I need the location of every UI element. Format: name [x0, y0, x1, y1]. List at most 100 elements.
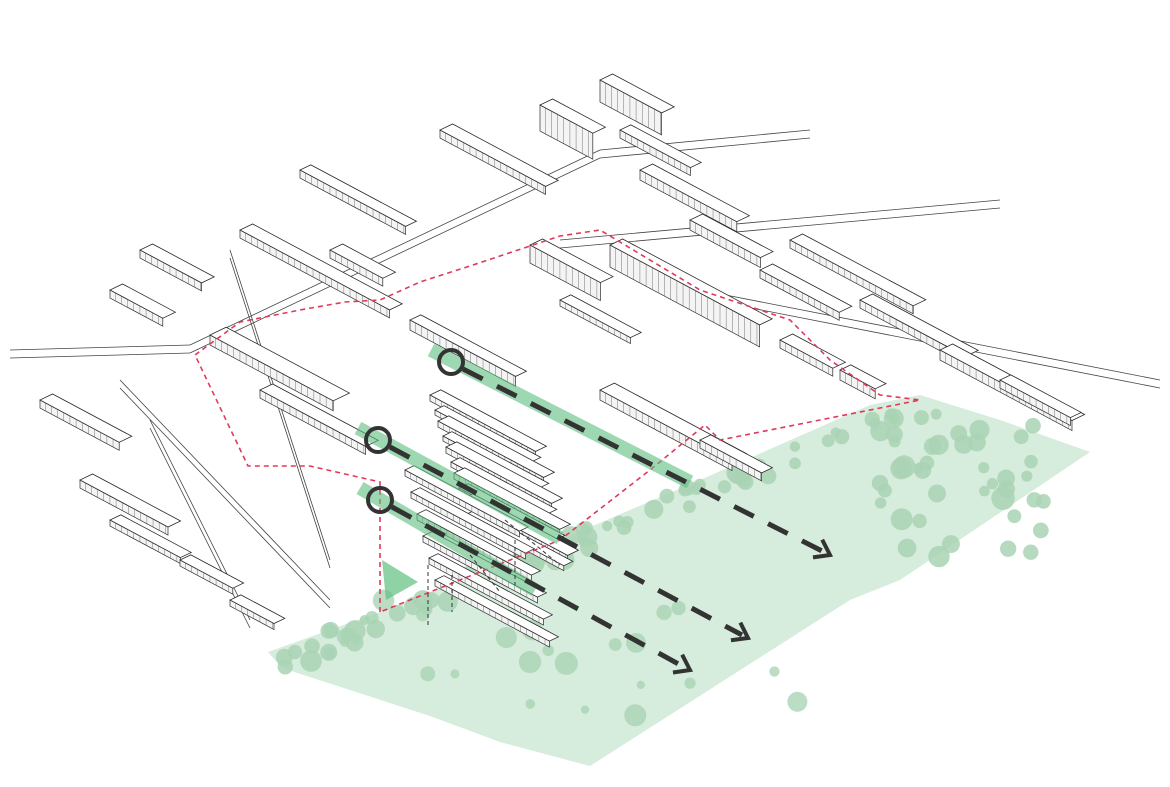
building [409, 314, 528, 387]
building-roof [599, 73, 676, 114]
tree [671, 600, 686, 616]
building [839, 364, 887, 400]
building-roof [445, 441, 564, 504]
building-roof [109, 514, 193, 559]
tree [525, 699, 536, 709]
building-roof [416, 509, 542, 576]
building-roof [759, 263, 853, 313]
building [599, 73, 676, 136]
tree [769, 666, 780, 677]
tree [737, 473, 754, 490]
building-facade [439, 129, 546, 195]
thin-dashed-arrow [469, 554, 501, 593]
building [789, 233, 927, 315]
tree [978, 462, 990, 474]
building-roof [39, 393, 133, 443]
green-wedge [382, 560, 418, 600]
tree [1036, 494, 1051, 509]
tree [580, 705, 590, 714]
tree [928, 484, 947, 503]
building [999, 374, 1083, 427]
road [559, 199, 1001, 241]
building-roof [639, 163, 751, 223]
thin-dashed-arrow [504, 519, 561, 566]
tree [950, 425, 968, 442]
road [189, 157, 601, 354]
tree [644, 499, 664, 519]
building [329, 243, 397, 287]
tree [1000, 540, 1017, 557]
tree [684, 677, 696, 689]
building [779, 333, 847, 377]
building-roof [139, 243, 216, 284]
building-roof [839, 364, 887, 390]
tree [1023, 544, 1039, 560]
building [689, 213, 774, 269]
building-roof [559, 294, 643, 339]
building-roof [434, 575, 560, 642]
tree [659, 488, 675, 504]
tree [717, 480, 732, 494]
building [619, 124, 703, 177]
tree [636, 680, 645, 689]
tree [821, 434, 835, 448]
tree [656, 604, 672, 621]
dashed-arrow-line [461, 366, 826, 555]
tree [580, 538, 599, 558]
tree [941, 535, 960, 554]
tree [789, 457, 801, 470]
building-roof [539, 98, 607, 134]
tree [518, 650, 542, 674]
tree [542, 644, 555, 657]
building-roof [79, 473, 182, 528]
tree [450, 669, 460, 679]
tree [554, 651, 578, 675]
tree [912, 513, 927, 529]
viewpoint-circle-icon [364, 426, 392, 454]
tree [874, 497, 887, 509]
tree [304, 638, 320, 655]
building [410, 487, 536, 560]
building-roof [179, 554, 245, 589]
tree [602, 520, 613, 532]
tree [871, 474, 889, 492]
tree [888, 435, 901, 448]
building [39, 393, 133, 451]
tree [897, 538, 917, 558]
building [299, 164, 418, 235]
tree [997, 480, 1016, 498]
tree [787, 691, 808, 712]
tree [678, 483, 692, 497]
view-corridor-3 [356, 481, 694, 675]
tree [913, 410, 929, 426]
building-roof [859, 293, 980, 357]
tree [1024, 454, 1038, 469]
tree [892, 455, 916, 479]
tree [888, 412, 901, 425]
road [559, 207, 1001, 249]
building [109, 283, 177, 327]
building [209, 326, 351, 412]
view-corridor-1 [427, 343, 834, 560]
road [599, 129, 811, 151]
tree [1025, 417, 1041, 434]
tree [366, 619, 385, 639]
building [639, 163, 751, 233]
tree [420, 666, 436, 682]
tree [967, 433, 986, 452]
building [109, 514, 193, 565]
tree [351, 634, 362, 645]
building-roof [529, 238, 614, 284]
road [599, 137, 811, 159]
tree [320, 622, 337, 639]
tree [789, 441, 801, 452]
tree [322, 646, 336, 660]
viewpoint-circle-icon [437, 348, 465, 376]
building [428, 553, 554, 626]
building-roof [699, 434, 774, 474]
road [119, 387, 331, 609]
arrow-head-icon [730, 621, 752, 643]
building-roof [410, 487, 536, 554]
tree [608, 638, 622, 651]
